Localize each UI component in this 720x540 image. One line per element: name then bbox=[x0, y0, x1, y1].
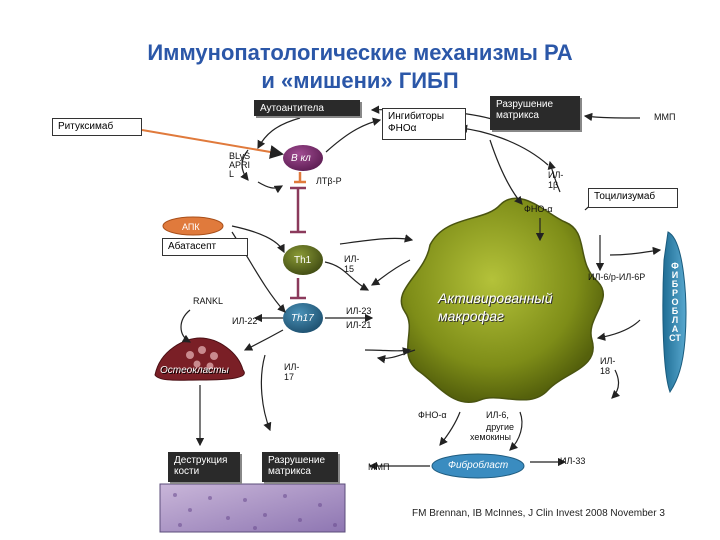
tnf-inhibitors-line1: Ингибиторы bbox=[388, 111, 445, 122]
rituximab-label: Ритуксимаб bbox=[58, 121, 114, 132]
matrix-destruction-bottom-line1: Разрушение bbox=[268, 455, 326, 466]
citation: FM Brennan, IB McInnes, J Clin Invest 20… bbox=[412, 508, 665, 519]
rankl-label: RANKL bbox=[193, 296, 224, 306]
bone-destruction-line2: кости bbox=[174, 466, 200, 477]
tocilizumab-label: Тоцилизумаб bbox=[594, 191, 656, 202]
blys-line2: APRI bbox=[229, 160, 251, 170]
il1b-line1: ИЛ- bbox=[548, 170, 564, 180]
fibroblast-label: Фибробласт bbox=[448, 460, 509, 471]
title-line-1: Иммунопатологические механизмы РА bbox=[147, 40, 573, 65]
macrophage-line2: макрофаг bbox=[438, 308, 504, 324]
th1-cell bbox=[283, 245, 323, 275]
il22-label: ИЛ-22 bbox=[232, 316, 258, 326]
il6r-label: ИЛ-6/р-ИЛ-6Р bbox=[588, 272, 646, 282]
fibroblast-band bbox=[662, 231, 687, 394]
b-cell bbox=[283, 145, 323, 171]
apc-cell bbox=[162, 216, 224, 236]
inhibition-bars bbox=[290, 186, 306, 300]
rituximab-box: Ритуксимаб bbox=[52, 118, 142, 136]
tnf-inhibitors-line2: ФНОα bbox=[388, 123, 417, 134]
il15-line1: ИЛ- bbox=[344, 254, 360, 264]
autoantibodies-label: Аутоантитела bbox=[260, 103, 324, 114]
matrix-destruction-bottom-line2: матрикса bbox=[268, 466, 311, 477]
ltb-label: ЛТβ-Р bbox=[316, 176, 342, 186]
matrix-destruction-top-line2: матрикса bbox=[496, 110, 539, 121]
il18-line1: ИЛ- bbox=[600, 356, 616, 366]
abatacept-label: Абатасепт bbox=[168, 241, 217, 252]
fibroblasts-vertical-label: ФИБРОБЛАСТ bbox=[669, 261, 681, 343]
tnf-alpha-top-label: ФНО-α bbox=[524, 204, 553, 214]
osteoclast-label: Остеокласты bbox=[160, 365, 229, 376]
autoantibodies-box: Аутоантитела bbox=[254, 100, 360, 116]
th1-label: Th1 bbox=[294, 255, 312, 266]
il6-other-line1: ИЛ-6, bbox=[486, 410, 509, 420]
blys-line1: BLyS bbox=[229, 151, 251, 161]
macrophage-cell bbox=[400, 197, 604, 403]
abatacept-box: Абатасепт bbox=[162, 238, 248, 256]
th17-cell bbox=[283, 303, 323, 333]
il33-label: ИЛ-33 bbox=[560, 456, 586, 466]
macrophage-line1: Активированный bbox=[438, 290, 553, 306]
il6-other-line3: хемокины bbox=[470, 432, 512, 442]
fibroblast-cell bbox=[431, 453, 525, 479]
matrix-destruction-bottom-box: Разрушение матрикса bbox=[262, 452, 338, 482]
tnf-inhibitors-box: Ингибиторы ФНОα bbox=[382, 108, 466, 140]
il1b-line2: 1β bbox=[548, 180, 559, 190]
bone-destruction-box: Деструкция кости bbox=[168, 452, 240, 482]
mmp-bottom-label: ММП bbox=[368, 462, 390, 472]
title-line-2: и «мишени» ГИБП bbox=[261, 68, 459, 93]
blys-line3: L bbox=[229, 169, 235, 179]
histology-image bbox=[159, 483, 346, 533]
bone-destruction-line1: Деструкция bbox=[174, 455, 228, 466]
tocilizumab-box: Тоцилизумаб bbox=[588, 188, 678, 208]
mmp-top-label: ММП bbox=[654, 112, 676, 122]
il15-line2: 15 bbox=[344, 264, 355, 274]
il21-label: ИЛ-21 bbox=[346, 320, 372, 330]
il6-other-line2: другие bbox=[486, 422, 514, 432]
il23-label: ИЛ-23 bbox=[346, 306, 372, 316]
il17-line2: 17 bbox=[284, 372, 295, 382]
b-cell-label: В кл bbox=[291, 153, 311, 164]
il18-line2: 18 bbox=[600, 366, 611, 376]
diagram-panel bbox=[50, 98, 720, 488]
th17-label: Th17 bbox=[291, 313, 314, 324]
il17-line1: ИЛ- bbox=[284, 362, 300, 372]
tnf-alpha-bottom-label: ФНО-α bbox=[418, 410, 447, 420]
apc-label: АПК bbox=[182, 222, 200, 232]
matrix-destruction-top-line1: Разрушение bbox=[496, 99, 554, 110]
matrix-destruction-top-box: Разрушение матрикса bbox=[490, 96, 580, 130]
